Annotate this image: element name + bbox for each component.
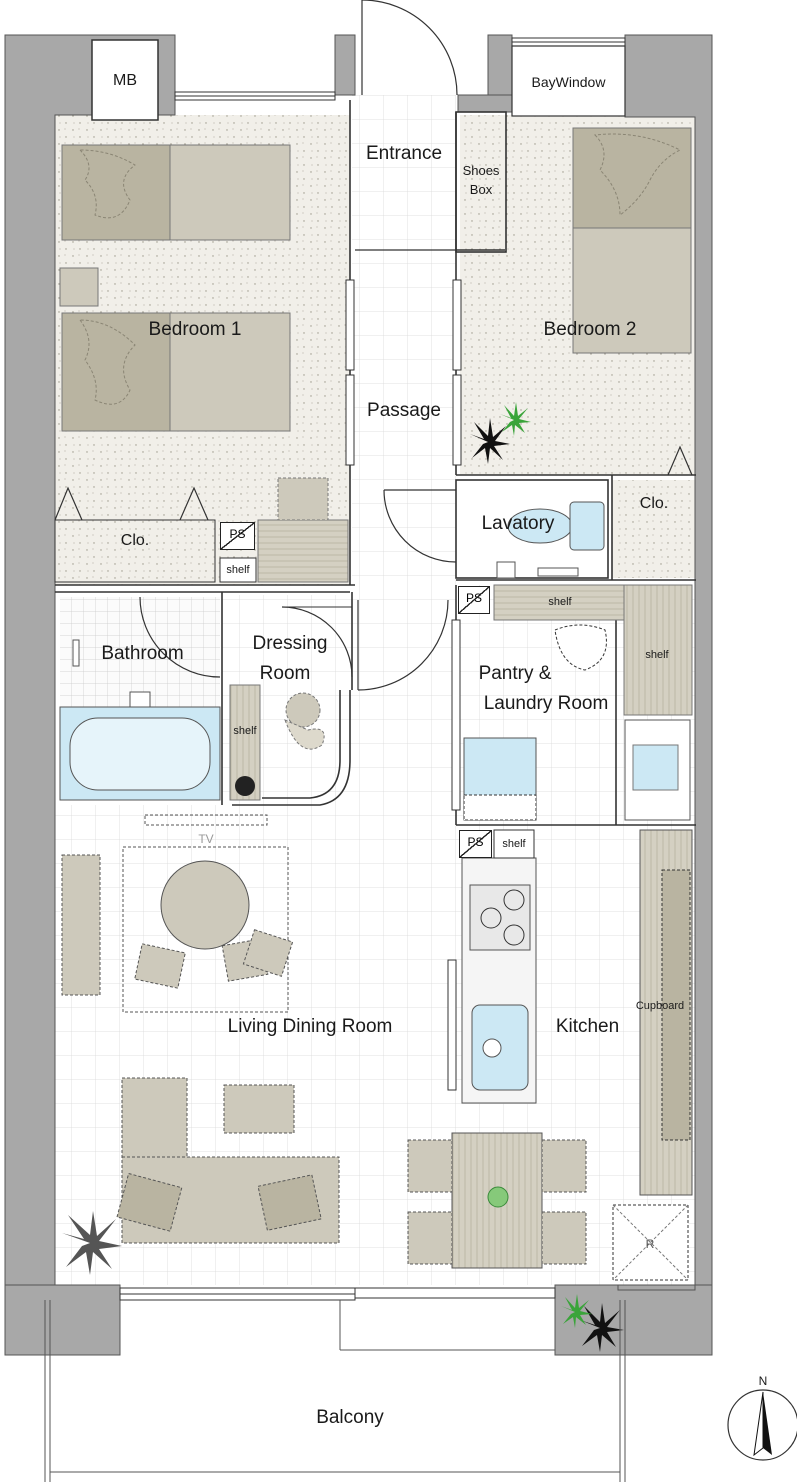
- mb-label: MB: [113, 72, 137, 89]
- shelf-label-pantry-side: shelf: [645, 649, 669, 661]
- pantry-label-1: Pantry &: [478, 663, 552, 684]
- plant-icon: [561, 1294, 592, 1328]
- mb-box: [91, 39, 159, 121]
- bathroom-floor: [60, 597, 220, 707]
- cupboard-label: Cupboard: [635, 1000, 685, 1012]
- bedroom1-label: Bedroom 1: [148, 319, 242, 340]
- plant-icons: [62, 402, 624, 1352]
- compass: [727, 1389, 797, 1461]
- balcony: [44, 1300, 626, 1482]
- bay-window-label: BayWindow: [531, 74, 606, 90]
- shelf-label-pantry-top: shelf: [548, 596, 572, 608]
- lavatory-label: Lavatory: [481, 513, 555, 534]
- windows: [119, 37, 626, 1301]
- living-label: Living Dining Room: [227, 1016, 393, 1037]
- tv-label: TV: [198, 832, 214, 846]
- plant-icon: [62, 1211, 122, 1275]
- plant-icon: [470, 418, 510, 464]
- passage-floor: [352, 95, 456, 810]
- shoes-box-label-2: Box: [469, 182, 493, 197]
- dressing-label-2: Room: [259, 663, 311, 684]
- bedroom1-beds: [59, 144, 291, 432]
- pantry-fixtures: [463, 584, 693, 821]
- closet2-label: Clo.: [639, 495, 669, 512]
- passage-label: Passage: [367, 400, 441, 421]
- toilet: [496, 501, 605, 579]
- closet1-label: Clo.: [120, 532, 150, 549]
- kitchen-shelf-box: [493, 829, 535, 859]
- refrigerator-label: R: [645, 1237, 655, 1251]
- ps-box-bedroom1: PS: [220, 522, 255, 550]
- kitchen-label: Kitchen: [555, 1016, 620, 1037]
- shelf-label-kitchen: shelf: [502, 838, 526, 850]
- balcony-label: Balcony: [316, 1407, 384, 1428]
- bedroom1-closet: [54, 477, 349, 583]
- closet2-doors: [667, 445, 693, 476]
- bathroom-label: Bathroom: [101, 643, 184, 664]
- compass-north-label: N: [758, 1374, 768, 1388]
- shelf-label-dressing: shelf: [233, 725, 257, 737]
- shoes-box-label-1: Shoes: [462, 163, 500, 178]
- passage-door: [357, 599, 449, 691]
- pantry-label-2: Laundry Room: [483, 693, 609, 714]
- ps-box-pantry: PS: [458, 586, 490, 614]
- bay-window-room: [511, 45, 626, 117]
- bathroom-fixtures: [59, 639, 221, 801]
- closet2-floor: [612, 480, 696, 578]
- dressing-fixtures: [229, 606, 353, 806]
- living-furniture: [61, 814, 340, 1244]
- bathroom-door: [139, 596, 221, 678]
- wall-trims: [345, 279, 462, 1091]
- plant-icon: [500, 402, 531, 436]
- bedroom2-bed: [572, 127, 692, 354]
- lavatory-door: [383, 489, 457, 563]
- shelf-label-bedroom1: shelf: [226, 564, 250, 576]
- entrance-label: Entrance: [365, 143, 443, 164]
- plant-icon: [580, 1303, 624, 1352]
- dining-set: [407, 1132, 587, 1269]
- entrance-door: [361, 0, 458, 96]
- ps-box-kitchen: PS: [459, 830, 492, 858]
- bedroom2-label: Bedroom 2: [543, 319, 637, 340]
- walls: [4, 34, 713, 1356]
- dressing-label-1: Dressing: [252, 633, 328, 654]
- kitchen-fixtures: [461, 829, 693, 1281]
